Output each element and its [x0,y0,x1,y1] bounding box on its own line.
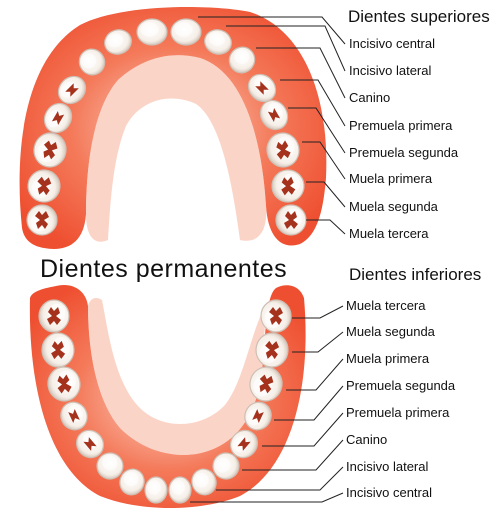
upper-tooth-right-molar-third [275,204,307,236]
lower-tooth-left-incisor-central [144,476,168,504]
lower-leader-line-3 [286,358,344,391]
lower-tooth-right-molar-first [249,366,283,402]
lower-tooth-left-molar-second [41,332,75,368]
leader-lines [190,16,346,503]
lower-tooth-left-molar-first [47,366,81,402]
upper-tooth-right-canine [228,46,256,74]
lower-heading: Dientes inferiores [349,265,482,284]
lower-tooth-left-canine [96,452,124,480]
lower-tooth-right-incisor-lateral [191,468,217,496]
upper-tooth-left-molar-first [33,132,67,168]
upper-tooth-left-molar-third [26,204,58,236]
lower-tooth-right-premolar-first [229,429,259,459]
upper-label-premuela-primera: Premuela primera [349,118,453,133]
lower-label-muela-tercera: Muela tercera [346,298,426,313]
lower-tooth-left-molar-third [38,299,70,333]
upper-label-muela-primera: Muela primera [349,171,433,186]
upper-tooth-left-canine [78,48,106,76]
upper-label-incisivo-central: Incisivo central [349,36,435,51]
upper-leader-line-3 [256,47,346,99]
upper-arch [19,7,327,249]
upper-label-muela-segunda: Muela segunda [349,199,438,214]
lower-tooth-left-incisor-lateral [119,468,145,496]
upper-leader-line-5 [288,107,346,154]
upper-label-muela-tercera: Muela tercera [349,226,429,241]
upper-tooth-left-premolar-second [43,102,73,134]
lower-tooth-right-incisor-central [168,476,192,504]
upper-tooth-left-premolar-first [57,75,87,105]
upper-leader-line-8 [306,219,346,235]
upper-tooth-right-premolar-first [247,73,277,103]
lower-label-muela-primera: Muela primera [346,351,430,366]
upper-heading: Dientes superiores [348,7,490,26]
lower-tooth-left-premolar-first [75,429,105,459]
upper-label-canino: Canino [349,90,391,105]
lower-tooth-right-premolar-second [244,401,272,431]
upper-label-incisivo-lateral: Incisivo lateral [349,63,432,78]
lower-label-muela-segunda: Muela segunda [346,324,435,339]
lower-leader-line-6 [242,439,344,471]
lower-tooth-left-premolar-second [60,401,88,431]
lower-floor [88,298,270,455]
lower-label-premuela-segunda: Premuela segunda [346,378,456,393]
upper-leader-line-1 [198,16,346,45]
lower-leader-line-2 [292,331,344,353]
lower-label-incisivo-central: Incisivo central [346,485,432,500]
upper-tooth-left-molar-second [27,169,61,203]
lower-tooth-right-canine [212,452,240,480]
upper-leader-line-7 [306,181,346,208]
upper-label-premuela-segunda: Premuela segunda [349,145,459,160]
upper-palate [86,55,267,242]
upper-tooth-right-molar-first [266,132,300,168]
upper-tooth-right-incisor-lateral [204,29,232,55]
upper-tooth-left-incisor-central [136,18,168,46]
lower-label-premuela-primera: Premuela primera [346,405,450,420]
upper-tooth-right-premolar-second [259,99,289,131]
upper-leader-line-2 [226,25,346,72]
lower-leader-line-1 [292,305,344,319]
upper-leader-line-4 [280,79,346,127]
upper-tooth-right-molar-second [271,169,305,203]
upper-tooth-right-incisor-central [170,18,202,46]
lower-label-canino: Canino [346,432,388,447]
lower-leader-line-7 [216,466,344,491]
lower-tooth-right-molar-second [255,332,289,368]
diagram-title: Dientes permanentes [40,255,288,283]
lower-tooth-right-molar-third [260,299,292,333]
lower-arch [29,284,306,508]
upper-tooth-left-incisor-lateral [104,29,132,55]
lower-leader-line-8 [190,492,344,503]
lower-leader-line-5 [262,412,344,447]
lower-leader-line-4 [274,385,344,421]
lower-label-incisivo-lateral: Incisivo lateral [346,459,429,474]
upper-leader-line-6 [302,141,346,180]
